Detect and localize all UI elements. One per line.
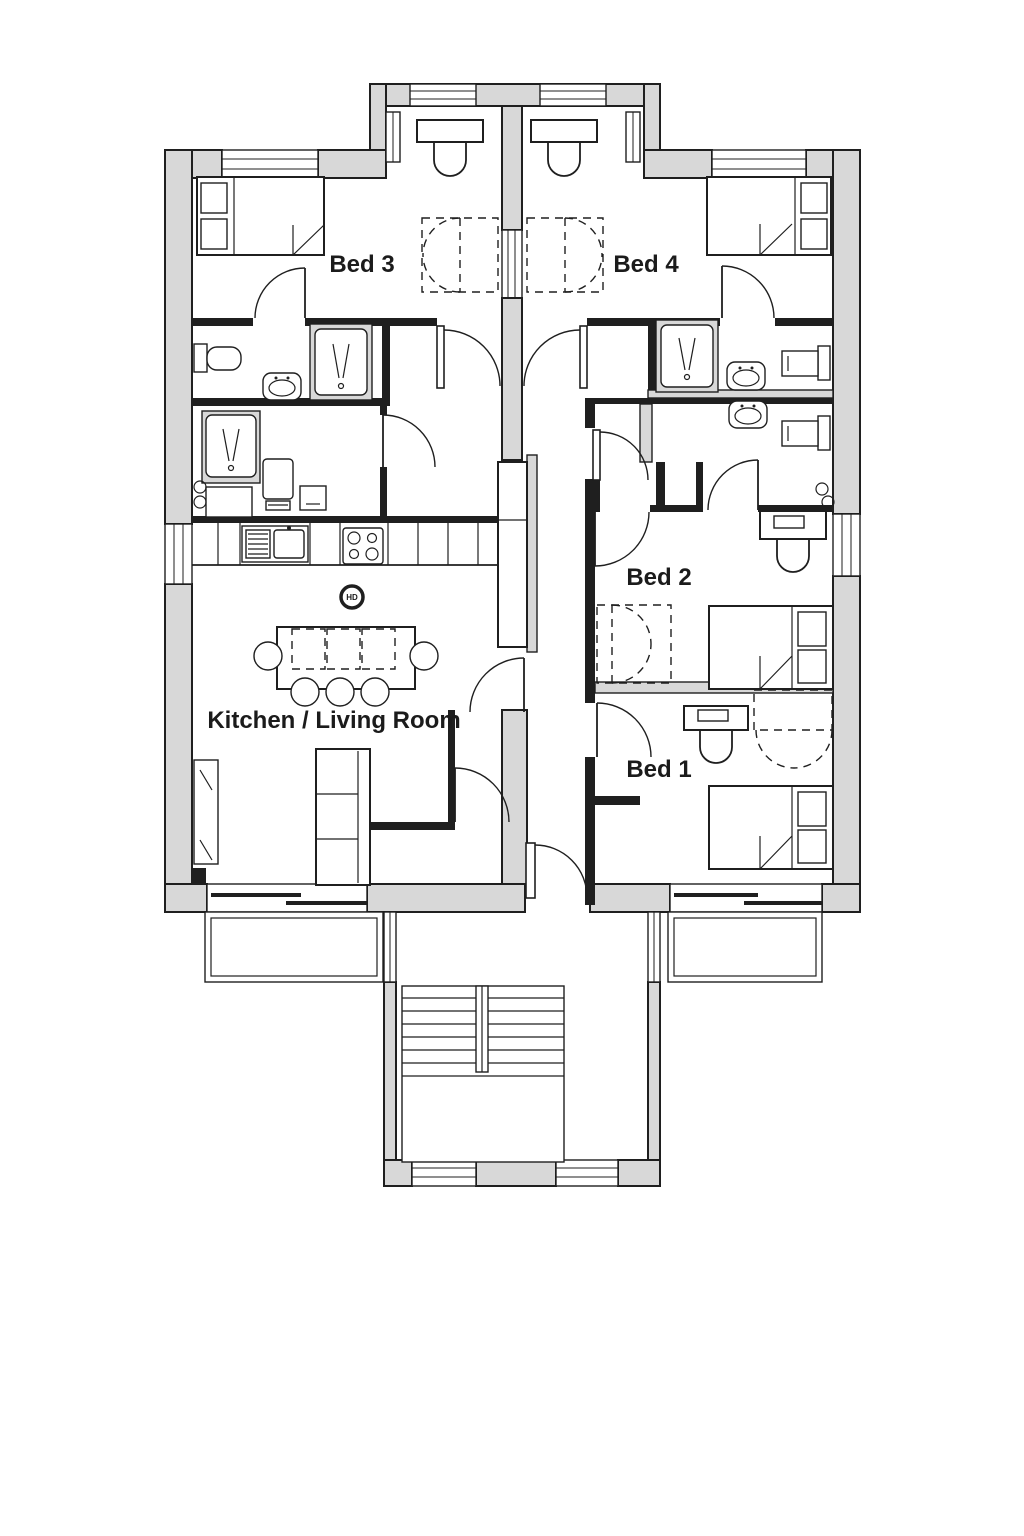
heat-detector-label: HD (346, 593, 358, 602)
toilet-icon (193, 343, 242, 373)
window-icon (555, 1159, 619, 1187)
heat-detector-icon: HD (339, 584, 365, 610)
shower-icon (309, 323, 373, 401)
window-icon (625, 111, 641, 163)
door-bed2-room (594, 511, 650, 567)
wardrobe-icon (596, 604, 672, 684)
wardrobe-icon (421, 217, 499, 293)
door-kitchen (469, 657, 525, 713)
room-bed2: Bed 2 (596, 510, 834, 690)
door-bed3-ensuite (254, 267, 306, 319)
boiler-icon (262, 458, 294, 511)
door-kitchen-nook (454, 767, 510, 823)
sink-icon (728, 400, 768, 429)
window-icon (385, 111, 401, 163)
tv-icon (193, 759, 219, 865)
sink-icon (262, 372, 302, 401)
desk-icon (683, 705, 749, 764)
desk-icon (530, 119, 598, 177)
door-utility (382, 414, 436, 468)
wall-panel (501, 229, 523, 299)
windows (164, 83, 861, 1187)
door-bed4 (523, 325, 588, 389)
balcony-left (204, 911, 384, 983)
window-icon (539, 83, 607, 107)
dining-table-icon (253, 626, 439, 707)
toilet-icon (781, 345, 831, 381)
stairwell (401, 985, 565, 1163)
stairs-icon (401, 985, 565, 1163)
tall-cupboard-icon (497, 461, 528, 648)
door-bed2-vestibule (592, 429, 649, 481)
door-bed3 (436, 325, 501, 389)
utility-room (193, 410, 327, 518)
balcony-right (667, 911, 823, 983)
wardrobe-icon (526, 217, 604, 293)
window-icon (221, 149, 319, 179)
door-bed1 (596, 702, 652, 758)
sink-icon (726, 361, 766, 391)
window-icon (164, 523, 193, 585)
window-icon (411, 1159, 477, 1187)
pipes-icon (193, 480, 207, 509)
kitchen-counter (192, 523, 498, 566)
room-label-bed2: Bed 2 (626, 564, 691, 591)
door-bed4-ensuite (721, 265, 775, 319)
toilet-icon (781, 415, 831, 451)
room-bed3: Bed 3 (196, 119, 499, 293)
kitchen-living-room: HD Kitchen / Living Room (192, 461, 528, 886)
bed2-ensuite (728, 400, 835, 509)
desk-icon (759, 510, 827, 573)
hob-icon (342, 527, 384, 565)
appliance-icon (205, 486, 253, 518)
room-label-bed1: Bed 1 (626, 756, 691, 783)
window-icon (832, 513, 861, 577)
bed-icon (708, 605, 834, 690)
pipes-icon (815, 482, 835, 509)
room-bed1: Bed 1 (626, 689, 834, 870)
bed3-ensuite (193, 323, 373, 401)
shower-icon (201, 410, 261, 484)
sofa-icon (315, 748, 371, 886)
room-bed4: Bed 4 (526, 119, 832, 293)
room-label-bed3: Bed 3 (329, 251, 394, 278)
doors (254, 265, 775, 899)
sink-unit-icon (241, 525, 309, 563)
room-label-bed4: Bed 4 (613, 251, 679, 278)
shower-icon (655, 319, 719, 393)
bed-icon (708, 785, 834, 870)
sliding-door-icon (669, 883, 823, 913)
bed-icon (196, 176, 325, 256)
window-icon (711, 149, 807, 179)
room-label-kitchen-living: Kitchen / Living Room (207, 707, 460, 734)
window-icon (409, 83, 477, 107)
sliding-door-icon (206, 883, 368, 913)
wardrobe-icon (753, 689, 833, 769)
door-bed2-ensuite (707, 459, 759, 511)
desk-icon (416, 119, 484, 177)
small-appliance-icon (299, 485, 327, 511)
bed-icon (706, 176, 832, 256)
bed4-ensuite (655, 319, 831, 393)
door-entrance (525, 842, 588, 899)
